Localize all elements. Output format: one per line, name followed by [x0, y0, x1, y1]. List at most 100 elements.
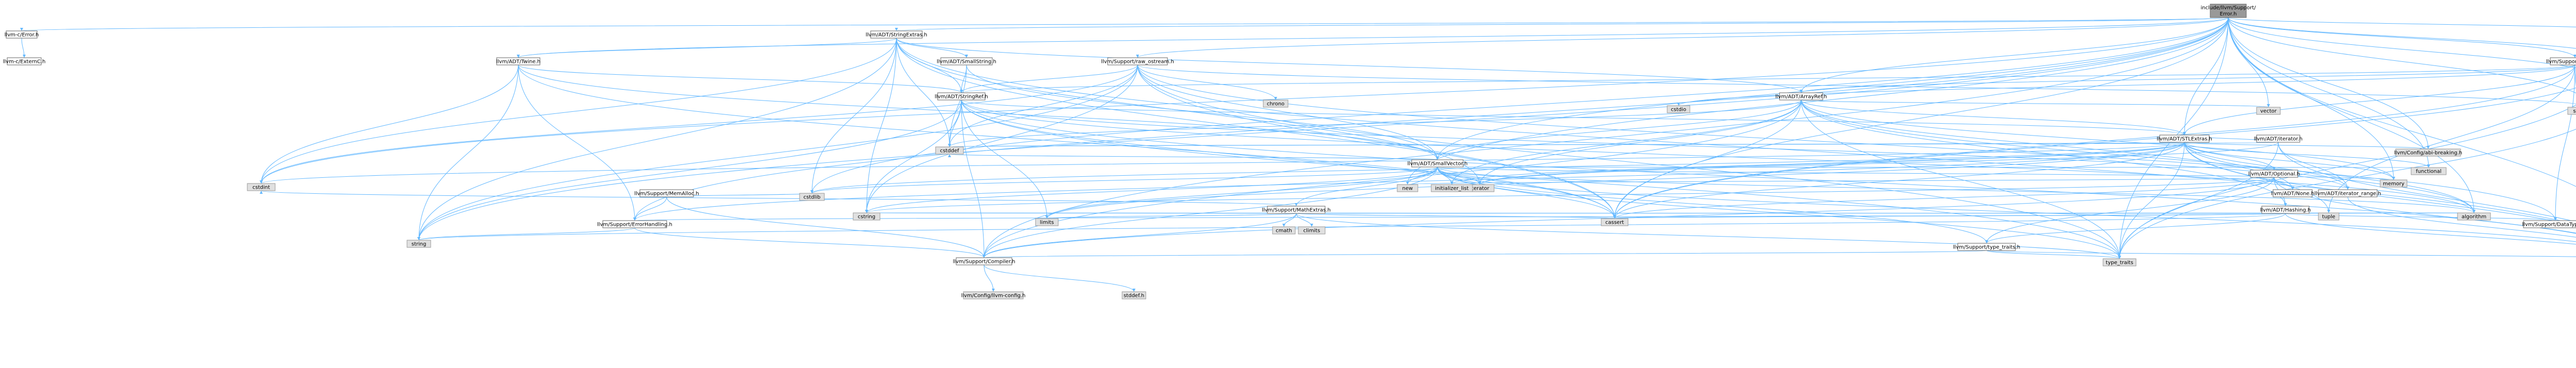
- dependency-edge: [984, 264, 1136, 292]
- node-label: functional: [2416, 169, 2442, 175]
- graph-node-stlextras[interactable]: llvm/ADT/STLExtras.h: [2157, 135, 2212, 143]
- dependency-edge: [2278, 142, 2349, 190]
- graph-node-errorhandling[interactable]: llvm/Support/ErrorHandling.h: [597, 220, 672, 228]
- dependency-edge: [2183, 64, 2575, 136]
- node-label: llvm/Config/abi-breaking.h: [2394, 150, 2462, 156]
- graph-node-system-error: system_error: [2567, 107, 2576, 115]
- dependency-edge: [1801, 99, 2395, 180]
- graph-node-raw-ostream[interactable]: llvm/Support/raw_ostream.h: [1101, 57, 1174, 65]
- graph-node-cstdlib: cstdlib: [799, 193, 825, 201]
- node-box: [937, 92, 986, 101]
- dependency-edge: [810, 166, 1438, 194]
- dependency-edge: [1437, 166, 1481, 185]
- graph-node-format[interactable]: llvm/Support/Format.h: [2546, 57, 2576, 65]
- dependency-edge: [1436, 99, 1802, 160]
- dependency-edge: [417, 227, 635, 241]
- node-box: [2256, 135, 2300, 143]
- node-box: [1122, 291, 1146, 299]
- dependency-edge: [1986, 250, 2121, 259]
- node-label: llvm/ADT/Hashing.h: [2260, 208, 2311, 213]
- node-label: llvm/Support/Compiler.h: [953, 259, 1015, 265]
- graph-node-type-traits-h[interactable]: llvm/Support/type_traits.h: [1953, 243, 2020, 251]
- graph-node-mathextras[interactable]: llvm/Support/MathExtras.h: [1262, 206, 1331, 214]
- graph-node-root[interactable]: include/llvm/Support/Error.h: [2200, 4, 2256, 18]
- graph-node-compiler[interactable]: llvm/Support/Compiler.h: [953, 257, 1015, 265]
- dependency-edge: [2118, 128, 2576, 259]
- node-label: llvm/Support/Format.h: [2546, 59, 2576, 65]
- node-label: memory: [2383, 181, 2404, 187]
- dependency-edge: [949, 142, 2279, 147]
- graph-node-datatypes[interactable]: llvm/Support/DataTypes.h: [2522, 220, 2576, 228]
- graph-node-smallstring[interactable]: llvm/ADT/SmallString.h: [937, 57, 996, 65]
- graph-node-none[interactable]: llvm/ADT/None.h: [2271, 189, 2314, 197]
- graph-node-memalloc[interactable]: llvm/Support/MemAlloc.h: [634, 189, 699, 197]
- node-layer: include/llvm/Support/Error.h llvm-c/Error…: [3, 4, 2576, 299]
- dependency-edge: [1985, 213, 2286, 244]
- dependency-edge: [2184, 142, 2349, 190]
- node-label: chrono: [1267, 102, 1284, 107]
- graph-node-vector: vector: [2256, 107, 2281, 115]
- graph-node-iterator-range[interactable]: llvm/ADT/iterator_range.h: [2314, 189, 2381, 197]
- node-box: [935, 146, 964, 155]
- node-label: llvm/ADT/Optional.h: [2248, 172, 2300, 177]
- node-box: [799, 193, 825, 201]
- node-box: [1263, 99, 1289, 108]
- dependency-edge: [260, 64, 1138, 184]
- graph-node-string: string: [406, 240, 431, 248]
- graph-node-iterator[interactable]: llvm/ADT/iterator.h: [2254, 135, 2302, 143]
- dependency-edge: [1801, 99, 2287, 207]
- graph-node-optional[interactable]: llvm/ADT/Optional.h: [2248, 170, 2300, 178]
- dependency-edge: [2118, 142, 2185, 259]
- graph-node-smallvector[interactable]: llvm/ADT/SmallVector.h: [1408, 159, 1468, 168]
- graph-node-stringextras[interactable]: llvm/ADT/StringExtras.h: [866, 30, 927, 39]
- node-box: [940, 57, 993, 65]
- dependency-edge: [983, 250, 1987, 258]
- dependency-edge: [2228, 17, 2430, 168]
- graph-node-type-traits: type_traits: [2103, 258, 2137, 266]
- node-box: [1397, 184, 1418, 192]
- node-box: [1267, 206, 1326, 214]
- dependency-edge: [1801, 99, 2186, 136]
- node-label: llvm/Config/llvm-config.h: [961, 293, 1026, 299]
- graph-node-cmath: cmath: [1272, 226, 1296, 235]
- graph-node-arrayref[interactable]: llvm/ADT/ArrayRef.h: [1775, 92, 1827, 101]
- graph-node-twine[interactable]: llvm/ADT/Twine.h: [496, 57, 540, 65]
- dependency-edge: [1437, 166, 1988, 244]
- node-box: [2273, 189, 2313, 197]
- dependency-edge: [960, 64, 1138, 93]
- graph-node-limits: limits: [1035, 218, 1059, 226]
- dependency-edge: [1437, 166, 2476, 213]
- dependency-edge: [961, 99, 2121, 259]
- graph-node-llvm-config: llvm/Config/llvm-config.h: [961, 291, 1026, 299]
- node-box: [1779, 92, 1823, 101]
- dependency-edge: [1137, 64, 1277, 101]
- dependency-edge: [961, 99, 2349, 190]
- node-box: [2210, 4, 2247, 18]
- dependency-edge: [982, 213, 1297, 258]
- dependency-edge: [1296, 213, 2121, 259]
- dependency-edge: [1986, 250, 2576, 257]
- graph-node-llvm-c-externc[interactable]: llvm-c/ExternC.h: [3, 57, 46, 65]
- dependency-edge: [260, 17, 2229, 184]
- dependency-edge: [2118, 142, 2279, 259]
- node-label: llvm/Support/type_traits.h: [1953, 245, 2020, 250]
- node-box: [2457, 212, 2491, 221]
- dependency-edge: [896, 38, 2576, 225]
- dependency-edge: [260, 38, 897, 184]
- node-label: system_error: [2573, 109, 2576, 114]
- node-box: [1298, 226, 1326, 235]
- dependency-edge: [417, 99, 962, 241]
- graph-node-stringref[interactable]: llvm/ADT/StringRef.h: [935, 92, 988, 101]
- node-label: llvm-c/Error.h: [5, 32, 39, 38]
- graph-node-llvm-c-error[interactable]: llvm-c/Error.h: [5, 30, 39, 39]
- dependency-edge: [634, 213, 2286, 221]
- graph-node-hashing[interactable]: llvm/ADT/Hashing.h: [2260, 206, 2311, 214]
- dependency-edge: [1296, 213, 1313, 227]
- node-label: string: [412, 242, 427, 247]
- dependency-edge: [1045, 166, 1438, 219]
- dependency-edge: [1437, 166, 1453, 185]
- dependency-edge: [2285, 213, 2576, 245]
- node-box: [2250, 170, 2298, 178]
- dependency-edge: [1295, 166, 1438, 207]
- dependency-edge: [961, 99, 1616, 219]
